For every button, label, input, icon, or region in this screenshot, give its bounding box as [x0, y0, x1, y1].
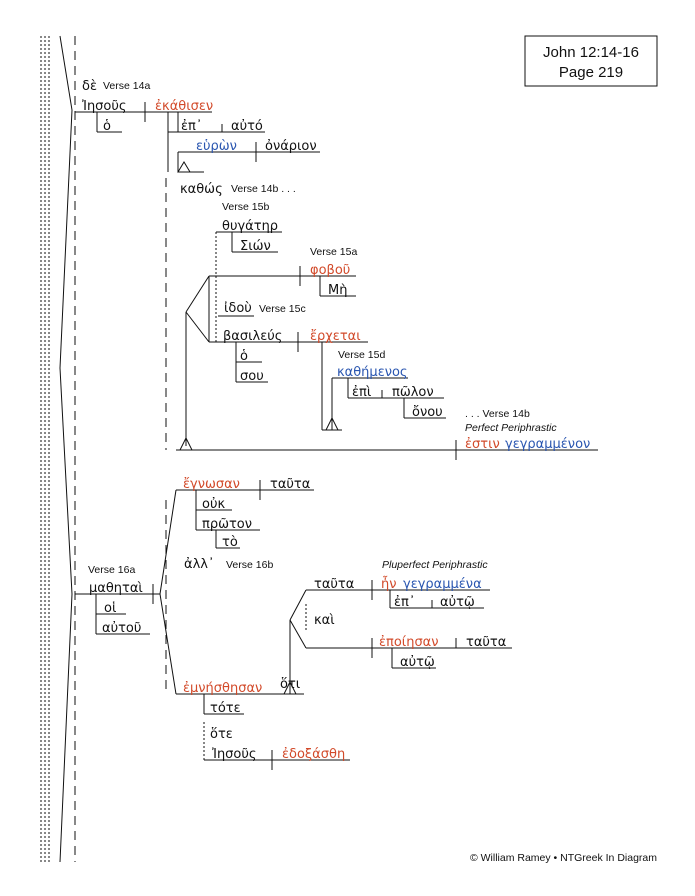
word-basileus: βασιλεύς [223, 329, 282, 344]
word-iesous-2: Ἰησοῦς [212, 747, 257, 762]
word-kai: καὶ [314, 613, 335, 628]
word-to: τὸ [222, 535, 238, 550]
word-polon: πῶλον [392, 385, 434, 400]
word-ho-2: ὁ [240, 349, 248, 364]
header-page: Page 219 [559, 64, 623, 81]
label-v15c: Verse 15c [259, 303, 306, 315]
word-de: δὲ [82, 79, 97, 94]
word-auto-2: αὐτῷ [440, 595, 475, 610]
word-egnosan: ἔγνωσαν [183, 477, 240, 492]
word-ep-2: ἐπ᾿ [394, 595, 415, 610]
label-v14b-end: . . . Verse 14b [465, 408, 530, 420]
word-erchetai: ἔρχεται [310, 329, 361, 344]
word-heuron: εὑρὼν [196, 139, 237, 154]
word-onou: ὄνου [412, 405, 443, 420]
word-auto: αὐτό [231, 119, 263, 134]
word-sion: Σιών [240, 239, 271, 254]
word-hote: ὅτε [210, 727, 233, 742]
header-box [524, 35, 658, 87]
word-tauta-3: ταῦτα [466, 635, 506, 650]
word-ep: ἐπ᾿ [181, 119, 202, 134]
word-phobou: φοβοῦ [310, 263, 350, 278]
word-gegrammenon: γεγραμμένον [505, 437, 590, 452]
word-tauta-1: ταῦτα [270, 477, 310, 492]
word-epoiesan: ἐποίησαν [379, 635, 439, 650]
label-v15a: Verse 15a [310, 246, 357, 258]
label-v14b-start: Verse 14b . . . [231, 183, 296, 195]
label-v16b: Verse 16b [226, 559, 273, 571]
word-en: ἦν [381, 577, 397, 592]
word-ekathisen: ἐκάθισεν [155, 99, 213, 114]
word-ho-article: ὁ [103, 119, 111, 134]
label-v16a: Verse 16a [88, 564, 135, 576]
word-tote: τότε [210, 701, 241, 716]
word-all: ἀλλ᾿ [184, 557, 214, 572]
label-pluperfect-periphrastic: Pluperfect Periphrastic [382, 559, 488, 571]
word-hoi: οἱ [104, 601, 116, 616]
label-v15d: Verse 15d [338, 349, 385, 361]
word-onarion: ὀνάριον [265, 139, 317, 154]
word-emnesthesan: ἐμνήσθησαν [183, 681, 262, 696]
word-epi: ἐπὶ [352, 385, 371, 400]
word-idou: ἰδοὺ [224, 301, 252, 316]
word-edoxasthe: ἐδοξάσθη [282, 747, 345, 762]
word-kathos: καθώς [180, 182, 223, 197]
left-border [40, 35, 76, 863]
word-gegrammena: γεγραμμένα [403, 577, 482, 592]
word-estin: ἐστιν [465, 437, 500, 452]
word-autou: αὐτοῦ [102, 621, 141, 636]
word-me: Μὴ [328, 283, 347, 298]
word-proton: πρῶτον [202, 517, 252, 532]
word-tauta-2: ταῦτα [314, 577, 354, 592]
word-auto-3: αὐτῷ [400, 655, 435, 670]
header-ref: John 12:14-16 [543, 44, 639, 61]
word-iesous-subject: Ἰησοῦς [82, 99, 127, 114]
word-ouk: οὐκ [202, 497, 225, 512]
word-thugater: θυγάτηρ [222, 219, 278, 234]
word-mathetai: μαθηταὶ [89, 581, 143, 596]
word-hoti: ὅτι [280, 677, 300, 692]
word-kathemenos: καθήμενος [337, 365, 408, 380]
label-v14a: Verse 14a [103, 80, 150, 92]
label-v15b: Verse 15b [222, 201, 269, 213]
label-perfect-periphrastic: Perfect Periphrastic [465, 422, 557, 434]
footer-copyright: © William Ramey • NTGreek In Diagram [470, 852, 657, 864]
word-sou: σου [240, 369, 264, 384]
